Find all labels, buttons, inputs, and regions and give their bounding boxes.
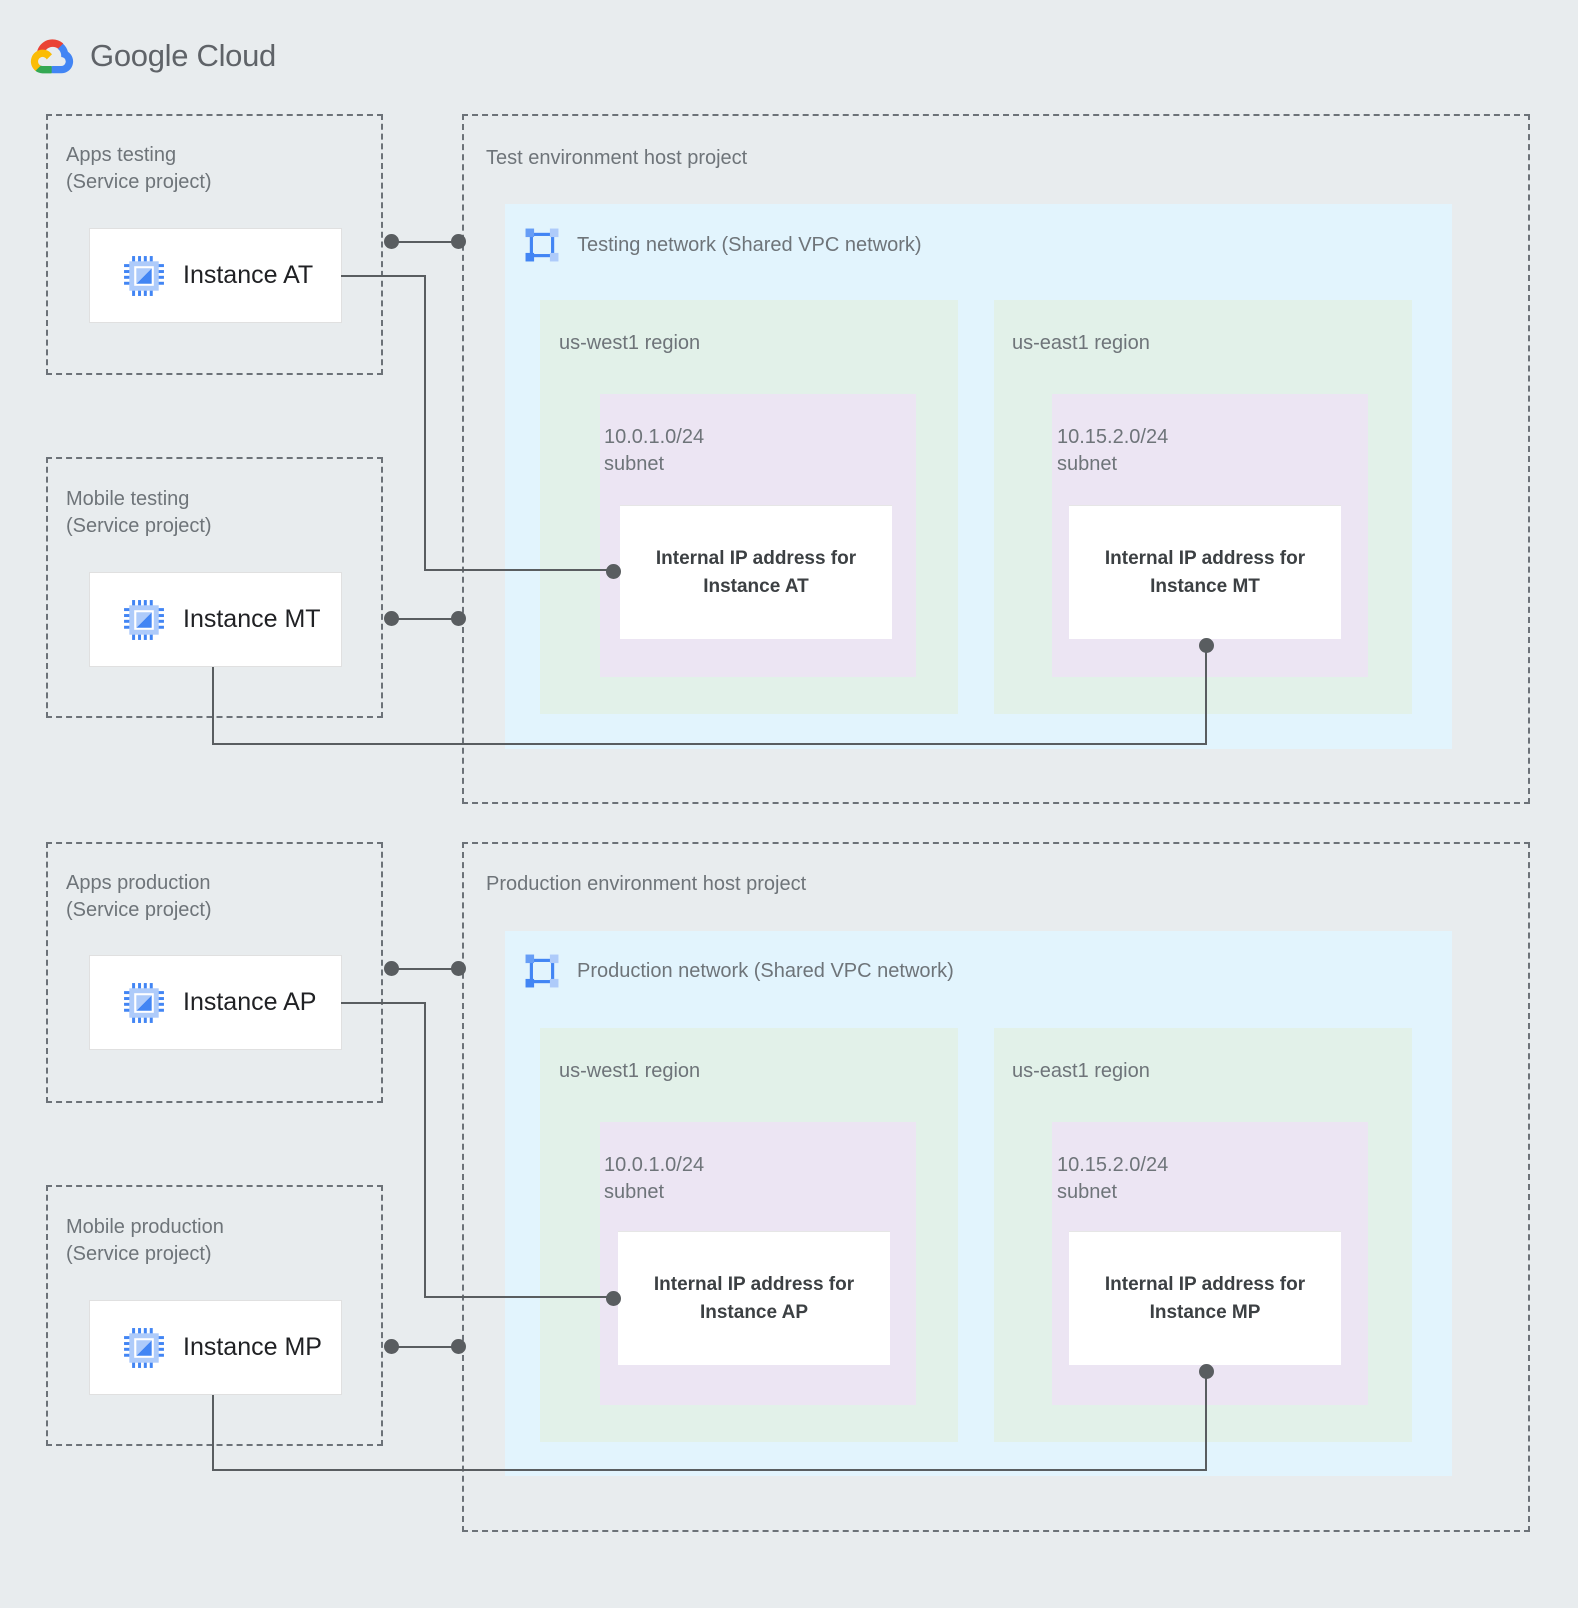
- connector-dot-mp-right: [451, 1339, 466, 1354]
- connector-mp-seg1: [212, 1395, 214, 1471]
- instance-label-mp: Instance MP: [183, 1333, 322, 1361]
- connector-ap-seg1: [341, 1002, 426, 1004]
- subnet-label-test-us-east1: 10.15.2.0/24 subnet: [1057, 426, 1169, 475]
- vpc-network-icon: [525, 228, 559, 262]
- google-cloud-logo-icon: [30, 39, 74, 74]
- compute-instance-icon: [124, 982, 164, 1023]
- ip-address-box-instance-mp: Internal IP address for Instance MP: [1069, 1232, 1341, 1365]
- instance-label-ap: Instance AP: [183, 988, 317, 1016]
- host-project-production-environment: [462, 842, 1530, 1532]
- connector-mp-seg2: [212, 1469, 1207, 1471]
- subnet-label-prod-us-west1: 10.0.1.0/24 subnet: [604, 1154, 705, 1203]
- vpc-network-icon: [525, 954, 559, 988]
- service-project-mobile-production: [46, 1185, 383, 1446]
- ip-address-box-instance-at: Internal IP address for Instance AT: [620, 506, 892, 639]
- instance-card-mt[interactable]: Instance MT: [89, 572, 342, 667]
- vpc-network-header-testing: Testing network (Shared VPC network): [523, 226, 922, 264]
- service-project-mobile-testing: [46, 457, 383, 718]
- connector-mp-seg3: [1205, 1371, 1207, 1471]
- connector-ap-seg3: [424, 1296, 614, 1298]
- region-label-prod-us-west1: us-west1 region: [559, 1060, 701, 1082]
- connector-dot-mt-left: [384, 611, 399, 626]
- connector-dot-mp-left: [384, 1339, 399, 1354]
- connector-line-mp-boundary: [391, 1346, 458, 1348]
- connector-line-mt-boundary: [391, 618, 458, 620]
- service-project-title-mobile-testing: Mobile testing (Service project): [66, 488, 212, 537]
- brand-name-google: Google: [90, 38, 189, 73]
- brand-name: Google Cloud: [90, 38, 276, 74]
- connector-dot-ap-left: [384, 961, 399, 976]
- connector-ap-seg2: [424, 1002, 426, 1298]
- connector-at-seg2: [424, 275, 426, 571]
- connector-at-seg1: [341, 275, 426, 277]
- region-label-test-us-west1: us-west1 region: [559, 332, 701, 354]
- connector-line-ap-boundary: [391, 968, 458, 970]
- connector-mt-seg2: [212, 743, 1207, 745]
- compute-instance-icon: [124, 255, 164, 296]
- host-project-title-production: Production environment host project: [486, 873, 807, 895]
- subnet-label-prod-us-east1: 10.15.2.0/24 subnet: [1057, 1154, 1169, 1203]
- connector-dot-mt-right: [451, 611, 466, 626]
- compute-instance-icon: [124, 1327, 164, 1368]
- vpc-network-label-production: Production network (Shared VPC network): [577, 959, 954, 982]
- connector-dot-ap-target: [606, 1291, 621, 1306]
- ip-address-box-instance-ap: Internal IP address for Instance AP: [618, 1232, 890, 1365]
- host-project-title-test: Test environment host project: [486, 147, 748, 169]
- instance-label-at: Instance AT: [183, 261, 314, 289]
- vpc-network-label-testing: Testing network (Shared VPC network): [577, 233, 922, 256]
- service-project-title-apps-production: Apps production (Service project): [66, 872, 212, 921]
- service-project-title-apps-testing: Apps testing (Service project): [66, 144, 212, 193]
- connector-at-seg3: [424, 569, 614, 571]
- connector-dot-ap-right: [451, 961, 466, 976]
- service-project-title-mobile-production: Mobile production (Service project): [66, 1216, 224, 1265]
- google-cloud-logo: Google Cloud: [30, 34, 276, 78]
- ip-address-box-instance-mt: Internal IP address for Instance MT: [1069, 506, 1341, 639]
- connector-dot-mt-target: [1199, 638, 1214, 653]
- connector-mt-seg1: [212, 667, 214, 745]
- instance-label-mt: Instance MT: [183, 605, 321, 633]
- connector-dot-at-left: [384, 234, 399, 249]
- connector-dot-mp-target: [1199, 1364, 1214, 1379]
- service-project-apps-testing: [46, 114, 383, 375]
- connector-dot-at-target: [606, 564, 621, 579]
- connector-line-at-boundary: [391, 241, 458, 243]
- vpc-network-header-production: Production network (Shared VPC network): [523, 952, 954, 990]
- service-project-apps-production: [46, 842, 383, 1103]
- connector-mt-seg3: [1205, 645, 1207, 745]
- compute-instance-icon: [124, 599, 164, 640]
- instance-card-mp[interactable]: Instance MP: [89, 1300, 342, 1395]
- subnet-label-test-us-west1: 10.0.1.0/24 subnet: [604, 426, 705, 475]
- connector-dot-at-right: [451, 234, 466, 249]
- region-label-test-us-east1: us-east1 region: [1012, 332, 1150, 354]
- region-label-prod-us-east1: us-east1 region: [1012, 1060, 1150, 1082]
- brand-name-cloud: Cloud: [188, 38, 276, 73]
- instance-card-at[interactable]: Instance AT: [89, 228, 342, 323]
- instance-card-ap[interactable]: Instance AP: [89, 955, 342, 1050]
- host-project-test-environment: [462, 114, 1530, 804]
